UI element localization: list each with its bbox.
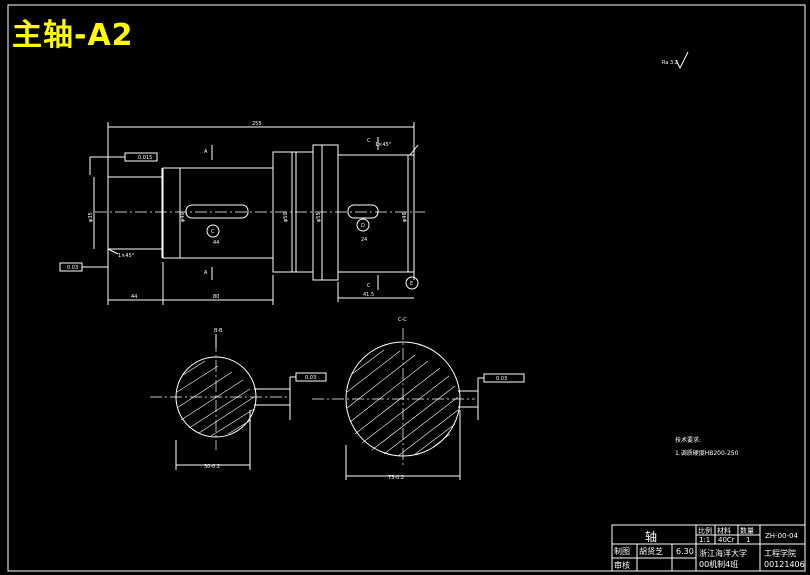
keyway-right (347, 204, 379, 219)
length-label-2: 80 (213, 294, 219, 300)
material-value: 40Cr (718, 536, 735, 544)
roughness-note: Ra 3.2 (662, 60, 678, 66)
student-id: 00121406 (764, 560, 805, 569)
col-qty: 数量 (740, 526, 754, 535)
diameter-label-5: φ48 (402, 212, 408, 222)
diameter-label-4: φ55 (316, 212, 322, 222)
section-c-tolerance: 0.03 (496, 376, 507, 382)
tech-requirements: 技术要求: 1.调质硬度HB200-250 (675, 436, 739, 457)
class-name: 00机制4班 (699, 559, 738, 569)
tolerance-bottom-value: 0.03 (67, 265, 78, 271)
hatching-c (346, 349, 459, 457)
datum-circle-c (206, 224, 220, 238)
section-mark-c-top: C (367, 138, 371, 144)
drawing-no: ZH-00-04 (765, 532, 798, 540)
datum-circle-d (356, 218, 370, 232)
section-c-width: 73-0.2 (388, 475, 404, 481)
circle-mark-e: E (410, 281, 413, 287)
hatching-b (176, 360, 255, 437)
section-labels: B-B 30-0.2 0.03 C-C 73-0.2 0.03 (204, 317, 507, 481)
keyway-length-left: 44 (213, 240, 219, 246)
roughness-symbol (675, 51, 689, 70)
title-block-grid (611, 524, 806, 572)
length-label-3: 41.5 (363, 292, 374, 298)
drafter-label: 制图 (614, 546, 630, 556)
datum-circle-e (405, 276, 419, 290)
overall-length-label: 255 (252, 121, 262, 127)
section-mark-a-top: A (204, 149, 208, 155)
scale-value: 1:1 (699, 536, 710, 544)
circle-mark-d: D (361, 223, 365, 229)
section-mark-a-bottom: A (204, 270, 208, 276)
section-mark-c-bottom: C (367, 283, 371, 289)
section-view-c (312, 328, 525, 480)
chamfer-right-label: 1×45° (375, 142, 392, 148)
dept-name: 工程学院 (764, 548, 796, 558)
section-c-label: C-C (398, 317, 407, 323)
keyway-length-right: 24 (361, 237, 367, 243)
section-b-width: 30-0.2 (204, 464, 220, 470)
length-label-1: 44 (131, 294, 137, 300)
school-name: 浙江海洋大学 (699, 548, 747, 558)
part-name: 轴 (645, 529, 657, 544)
tech-requirements-title: 技术要求: (675, 436, 701, 444)
tech-requirements-line1: 1.调质硬度HB200-250 (675, 449, 739, 457)
drawing-frame (7, 4, 806, 572)
drafter-name: 胡贤芝 (639, 546, 663, 556)
circle-mark-c: C (211, 229, 215, 235)
qty-value: 1 (746, 536, 750, 544)
main-view-labels: 255 44 80 41.5 A A C C 1×45° 1×45° 0.015… (67, 121, 413, 300)
date-value: 6.30 (676, 547, 694, 556)
section-b-label: B-B (214, 328, 223, 334)
drawing-title: 主轴-A2 (12, 18, 134, 53)
col-material: 材料 (717, 526, 731, 535)
keyway-left (185, 204, 249, 219)
shaft-main-view (59, 122, 425, 305)
title-block-text: 轴 比例 材料 数量 1:1 40Cr 1 ZH-00-04 制图 胡贤芝 审核… (614, 526, 805, 570)
diameter-label-2: φ40 (180, 212, 186, 222)
diameter-label-1: φ35 (88, 212, 94, 222)
diameter-label-3: φ50 (283, 212, 289, 222)
chamfer-left-label: 1×45° (118, 253, 135, 259)
section-b-tolerance: 0.03 (305, 375, 316, 381)
reviewer-label: 审核 (614, 560, 630, 570)
section-view-b (150, 334, 327, 470)
col-scale: 比例 (698, 526, 712, 535)
tolerance-left-value: 0.015 (138, 155, 152, 161)
